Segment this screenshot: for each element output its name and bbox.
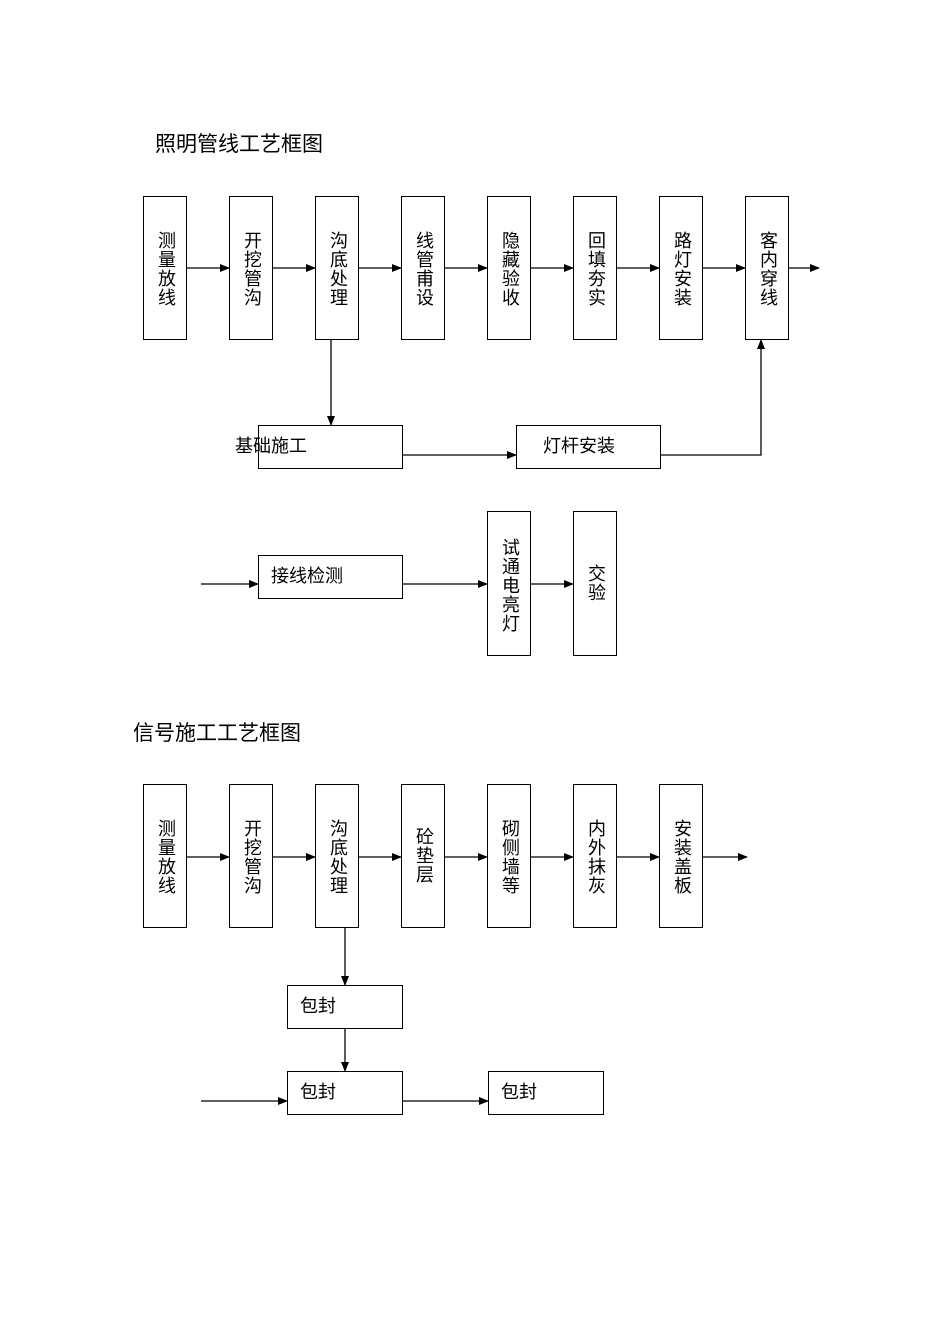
d1-step-label: 客内穿线 xyxy=(757,231,778,307)
d2-step-label: 砼垫层 xyxy=(413,827,434,884)
d1-wiring-box: 接线检测 xyxy=(258,555,403,599)
d2-step-cover-plate: 安装盖板 xyxy=(659,784,703,928)
d2-encase-box-b: 包封 xyxy=(287,1071,403,1115)
d1-test-box: 试通电亮灯 xyxy=(487,511,531,656)
d2-step-label: 测量放线 xyxy=(155,819,176,895)
d1-step-label: 线管甫设 xyxy=(413,231,434,307)
d2-step-label: 内外抹灰 xyxy=(585,819,606,895)
d1-wiring-label: 接线检测 xyxy=(271,566,343,587)
d1-step-backfill: 回填夯实 xyxy=(573,196,617,340)
d1-step-cabling: 客内穿线 xyxy=(745,196,789,340)
d2-step-plastering: 内外抹灰 xyxy=(573,784,617,928)
d1-lamp-post-box: 灯杆安装 xyxy=(516,425,661,469)
d2-step-label: 砌侧墙等 xyxy=(499,819,520,895)
d2-step-label: 沟底处理 xyxy=(327,819,348,895)
d1-step-label: 回填夯实 xyxy=(585,231,606,307)
d1-test-label: 试通电亮灯 xyxy=(499,538,520,633)
d1-step-trench-bottom: 沟底处理 xyxy=(315,196,359,340)
d2-encase-box-c: 包封 xyxy=(488,1071,604,1115)
d1-handover-label: 交验 xyxy=(585,564,606,602)
d2-step-label: 开挖管沟 xyxy=(241,819,262,895)
d2-step-survey: 测量放线 xyxy=(143,784,187,928)
d2-step-concrete-bed: 砼垫层 xyxy=(401,784,445,928)
d1-step-conduit: 线管甫设 xyxy=(401,196,445,340)
d1-step-survey: 测量放线 xyxy=(143,196,187,340)
d1-arrow-up xyxy=(661,339,765,456)
d2-encase-label: 包封 xyxy=(501,1082,537,1103)
diagram2-title: 信号施工工艺框图 xyxy=(133,721,301,745)
d1-step-label: 沟底处理 xyxy=(327,231,348,307)
d1-step-label: 测量放线 xyxy=(155,231,176,307)
d2-step-trench: 开挖管沟 xyxy=(229,784,273,928)
d1-foundation-label: 基础施工 xyxy=(235,436,307,457)
d1-step-label: 路灯安装 xyxy=(671,231,692,307)
d2-step-label: 安装盖板 xyxy=(671,819,692,895)
d1-step-label: 隐藏验收 xyxy=(499,231,520,307)
d2-encase-label: 包封 xyxy=(300,996,336,1017)
d1-foundation-box: 基础施工 xyxy=(235,425,403,469)
d2-encase-label: 包封 xyxy=(300,1082,336,1103)
diagram1-title: 照明管线工艺框图 xyxy=(155,132,323,156)
d1-step-trench: 开挖管沟 xyxy=(229,196,273,340)
d1-step-inspection: 隐藏验收 xyxy=(487,196,531,340)
d2-step-trench-bottom: 沟底处理 xyxy=(315,784,359,928)
d1-lamp-post-label: 灯杆安装 xyxy=(543,436,615,457)
d1-step-lamp-install: 路灯安装 xyxy=(659,196,703,340)
d1-step-label: 开挖管沟 xyxy=(241,231,262,307)
